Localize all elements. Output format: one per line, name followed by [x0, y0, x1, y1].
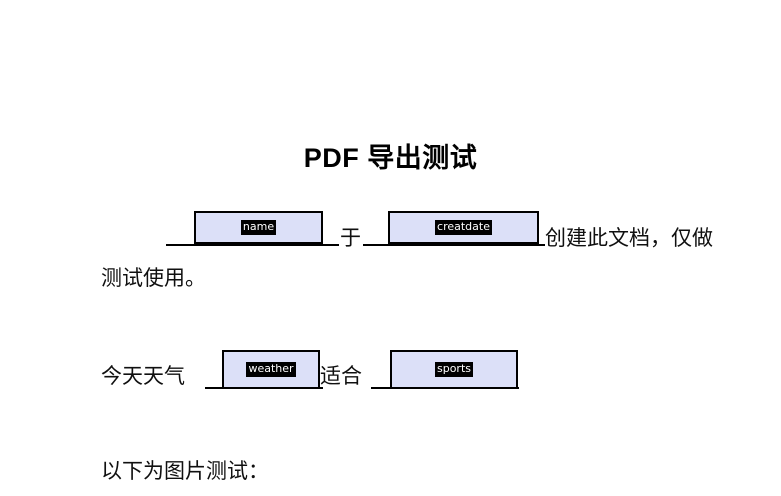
creatdate-rule [363, 244, 545, 246]
field-weather[interactable]: weather [222, 350, 320, 389]
field-sports[interactable]: sports [390, 350, 518, 389]
text-yu: 于 [340, 226, 361, 250]
page-title: PDF 导出测试 [303, 143, 478, 173]
text-image-test-heading: 以下为图片测试： [101, 459, 269, 483]
name-rule [166, 244, 339, 246]
text-suitable-for: 适合 [320, 364, 362, 388]
field-name[interactable]: name [194, 211, 323, 244]
field-name-label: name [240, 219, 277, 236]
field-creatdate-label: creatdate [435, 219, 492, 236]
field-sports-label: sports [434, 361, 473, 378]
text-create-doc: 创建此文档，仅做 [545, 226, 713, 250]
text-today-weather: 今天天气 [101, 364, 185, 388]
text-test-usage: 测试使用。 [101, 266, 206, 290]
field-creatdate[interactable]: creatdate [388, 211, 539, 244]
field-weather-label: weather [246, 361, 296, 378]
